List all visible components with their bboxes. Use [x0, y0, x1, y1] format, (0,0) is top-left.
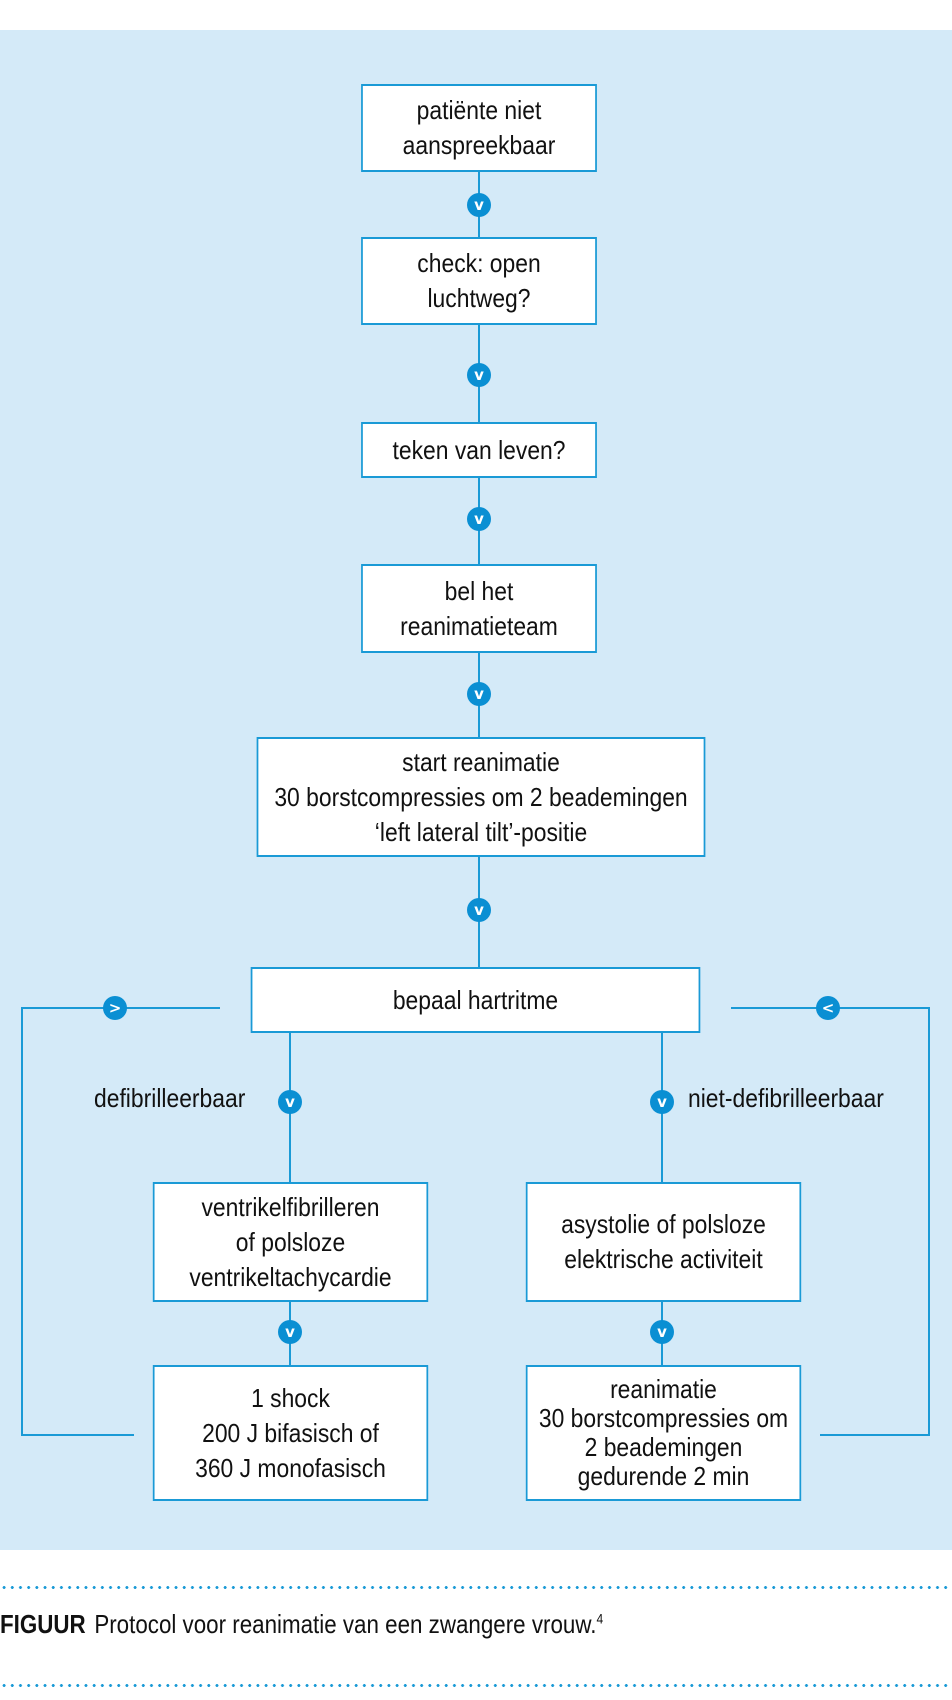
arrow-down-icon: v: [650, 1320, 674, 1344]
arrow-down-icon: v: [278, 1320, 302, 1344]
arrow-down-icon: v: [467, 898, 491, 922]
node-cpr-2min: reanimatie 30 borstcompressies om 2 bead…: [525, 1365, 802, 1501]
divider-top: [0, 1586, 952, 1589]
figure-caption: FIGUUR Protocol voor reanimatie van een z…: [0, 1609, 603, 1640]
node-airway-check: check: open luchtweg?: [361, 237, 597, 325]
caption-reference: 4: [596, 1610, 604, 1627]
arrow-down-icon: v: [650, 1090, 674, 1114]
node-call-team: bel het reanimatieteam: [361, 564, 597, 653]
node-asystole-pea: asystolie of polsloze elektrische activi…: [525, 1182, 802, 1302]
node-unresponsive: patiënte niet aanspreekbaar: [361, 84, 597, 172]
node-signs-of-life: teken van leven?: [361, 422, 597, 478]
arrow-down-icon: v: [467, 363, 491, 387]
caption-text: Protocol voor reanimatie van een zwanger…: [94, 1609, 597, 1639]
node-vf-vt: ventrikelfibrilleren of polsloze ventrik…: [152, 1182, 429, 1302]
divider-bottom: [0, 1684, 952, 1687]
node-start-cpr: start reanimatie 30 borstcompressies om …: [256, 737, 706, 857]
arrow-down-icon: v: [467, 507, 491, 531]
arrow-down-icon: v: [467, 682, 491, 706]
branch-label-shockable: defibrilleerbaar: [94, 1083, 246, 1113]
node-rhythm: bepaal hartritme: [250, 967, 701, 1033]
arrow-down-icon: v: [278, 1090, 302, 1114]
node-shock: 1 shock 200 J bifasisch of 360 J monofas…: [152, 1365, 429, 1501]
arrow-down-icon: v: [467, 193, 491, 217]
caption-label: FIGUUR: [0, 1609, 86, 1639]
arrow-left-icon: <: [816, 996, 840, 1020]
branch-label-non-shockable: niet-defibrilleerbaar: [688, 1083, 884, 1113]
arrow-right-icon: >: [103, 996, 127, 1020]
